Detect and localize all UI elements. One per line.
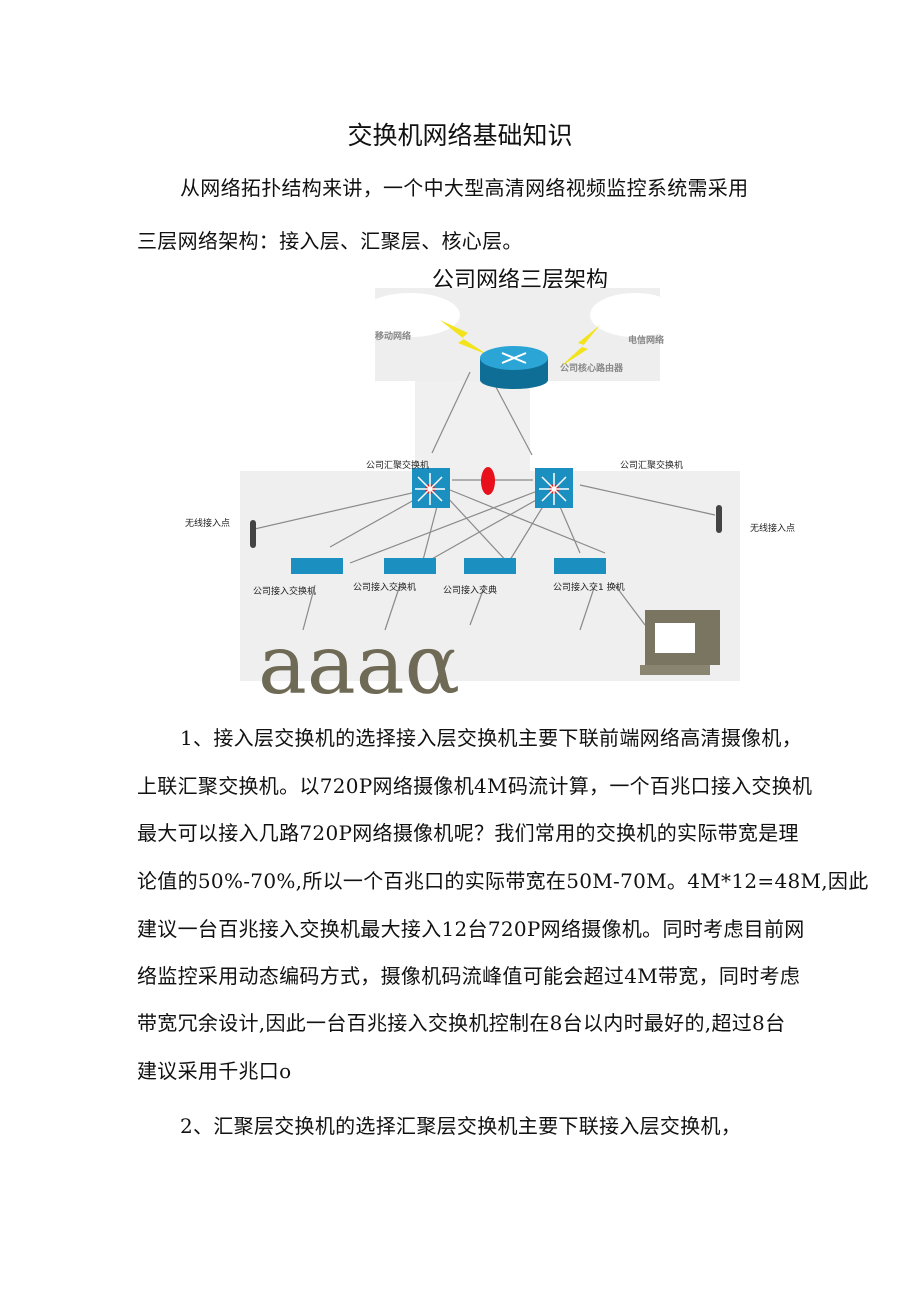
diagram-graphics — [240, 288, 740, 681]
body-line: 建议采用千兆口o — [137, 1059, 292, 1083]
document-title: 交换机网络基础知识 — [347, 121, 573, 150]
cloud-telecom-icon — [590, 293, 680, 337]
access-switch-label: 公司接入交换机 — [253, 587, 317, 597]
network-diagram: 移动网络 电信网络 公司核心路由器 公司汇聚交换机 公司汇聚交换机 无线接入点 … — [170, 285, 795, 713]
cloud-mobile-icon — [360, 293, 460, 337]
lightning-icon — [440, 320, 488, 355]
agg-switch-left-icon — [412, 468, 450, 508]
antenna-icon — [716, 505, 722, 533]
lightning-icon — [560, 325, 600, 367]
body-line: 1、接入层交换机的选择接入层交换机主要下联前端网络高清摄像机， — [180, 726, 803, 750]
mobile-network-label: 移动网络 — [375, 332, 412, 342]
telecom-network-label: 电信网络 — [628, 336, 665, 346]
body-line: 最大可以接入几路720P网络摄像机呢？我们常用的交换机的实际带宽是理 — [137, 821, 799, 845]
agg-switch-right-label: 公司汇聚交换机 — [620, 461, 684, 471]
intro-line: 从网络拓扑结构来讲，一个中大型高清网络视频监控系统需采用 — [180, 176, 749, 200]
body-line: 带宽冗余设计,因此一台百兆接入交换机控制在8台以内时最好的,超过8台 — [137, 1011, 786, 1035]
access-switch-icon — [384, 558, 436, 574]
camera-glyphs: aaaα — [258, 618, 461, 713]
wireless-ap-icons — [250, 505, 722, 548]
access-switch-icons — [291, 558, 606, 574]
agg-switch-right-icon — [535, 468, 573, 508]
body-line: 论值的50%-70%,所以一个百兆口的实际带宽在50M-70M。4M*12=48… — [137, 869, 869, 893]
computer-icon — [640, 610, 720, 675]
body-line: 建议一台百兆接入交换机最大接入12台720P网络摄像机。同时考虑目前网 — [137, 917, 805, 941]
redundancy-ring-icon — [481, 467, 495, 495]
access-switch-label: 公司接入交1 换机 — [553, 583, 625, 593]
section-2-line: 2、汇聚层交换机的选择汇聚层交换机主要下联接入层交换机， — [180, 1114, 742, 1138]
core-router-icon — [480, 346, 548, 389]
access-switch-icon — [291, 558, 343, 574]
access-switch-label: 公司接入交换机 — [353, 583, 417, 593]
intro-line: 三层网络架构：接入层、汇聚层、核心层。 — [137, 229, 523, 253]
agg-switch-left-label: 公司汇聚交换机 — [366, 461, 430, 471]
access-switch-icon — [554, 558, 606, 574]
body-line: 上联汇聚交换机。以720P网络摄像机4M码流计算，一个百兆口接入交换机 — [137, 774, 813, 798]
core-router-label: 公司核心路由器 — [560, 364, 624, 374]
mid-background — [415, 381, 530, 471]
wireless-ap-right-label: 无线接入点 — [750, 524, 796, 534]
access-switch-icon — [464, 558, 516, 574]
access-switch-label: 公司接入交典 — [443, 586, 498, 596]
body-line: 络监控采用动态编码方式，摄像机码流峰值可能会超过4M带宽，同时考虑 — [137, 964, 801, 988]
wireless-ap-left-label: 无线接入点 — [185, 519, 231, 529]
antenna-icon — [250, 520, 256, 548]
